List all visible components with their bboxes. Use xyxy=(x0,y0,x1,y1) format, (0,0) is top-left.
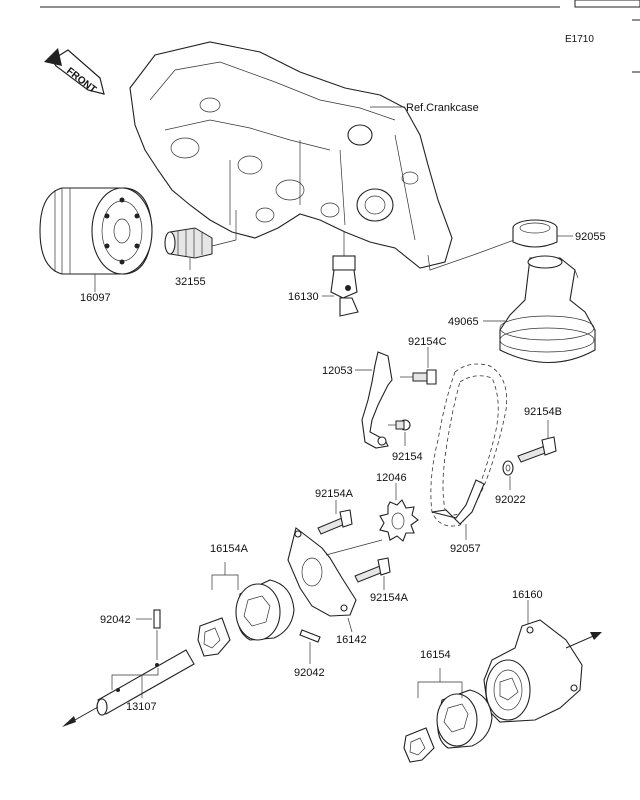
callout-92154b: 92154B xyxy=(524,406,562,418)
oil-pump-rotor-set-upper xyxy=(197,579,295,657)
diagram-code: E1710 xyxy=(565,34,594,45)
crankcase-reference xyxy=(129,41,453,269)
callout-ref-crankcase: Ref.Crankcase xyxy=(406,102,479,114)
page-frame xyxy=(40,0,640,73)
callout-16160: 16160 xyxy=(512,589,543,601)
callout-92154c: 92154C xyxy=(408,336,447,348)
callout-92022: 92022 xyxy=(495,494,526,506)
callout-92057: 92057 xyxy=(450,543,481,555)
oil-pump-body xyxy=(483,619,583,723)
callout-12046: 12046 xyxy=(376,472,407,484)
strainer-cap xyxy=(512,219,558,248)
bolt-92154c xyxy=(400,369,437,385)
callout-16154: 16154 xyxy=(420,649,451,661)
callout-92154a-upper: 92154A xyxy=(315,488,354,500)
bolt-92154b xyxy=(517,436,557,463)
oil-pump-rotor-set-lower xyxy=(403,689,493,763)
callout-16154a: 16154A xyxy=(210,543,249,555)
callout-13107: 13107 xyxy=(126,701,157,713)
oil-strainer xyxy=(499,255,596,363)
oil-filter xyxy=(39,187,153,275)
bolt-92154 xyxy=(388,419,411,431)
pin-92042-left xyxy=(153,609,161,660)
callout-49065: 49065 xyxy=(448,316,479,328)
pump-sprocket xyxy=(379,499,419,542)
chain-guide-bracket xyxy=(361,351,393,449)
pump-drive-chain xyxy=(430,363,508,527)
callout-16130: 16130 xyxy=(288,291,319,303)
oil-pump-cover xyxy=(287,527,383,617)
oil-pressure-switch xyxy=(330,255,359,317)
callout-92154: 92154 xyxy=(392,451,423,463)
callout-92055: 92055 xyxy=(575,231,606,243)
callout-32155: 32155 xyxy=(175,276,206,288)
front-direction-arrow: FRONT xyxy=(44,48,105,96)
callout-92154a-lower: 92154A xyxy=(370,592,409,604)
washer-92022 xyxy=(502,460,514,476)
bolt-92154a-upper xyxy=(317,509,353,535)
callout-16142: 16142 xyxy=(336,634,367,646)
callout-92042-lower: 92042 xyxy=(294,667,325,679)
filter-fitting xyxy=(164,227,213,259)
bolt-92154a-lower xyxy=(354,557,391,583)
callout-92042-left: 92042 xyxy=(100,614,131,626)
pin-92042-lower xyxy=(299,629,321,643)
callout-12053: 12053 xyxy=(322,365,353,377)
callout-16097: 16097 xyxy=(80,292,111,304)
